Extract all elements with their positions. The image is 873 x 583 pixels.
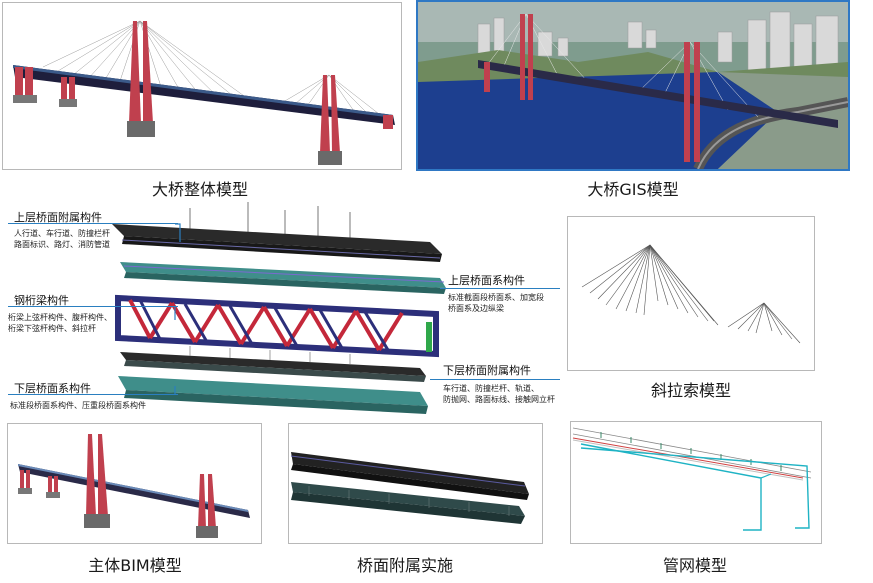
lower-system-desc-1: 标准段桥面系构件、压重段桥面系构件 <box>10 401 146 410</box>
upper-system-desc-2: 桥面系及边纵梁 <box>448 304 504 313</box>
main-tower-2 <box>320 75 330 153</box>
overall-model-caption: 大桥整体模型 <box>151 180 248 199</box>
deck-attach-panel <box>288 423 543 544</box>
deck-attach-illustration <box>290 452 529 524</box>
main-bim-illustration <box>18 434 250 538</box>
overall-bridge-illustration <box>13 20 395 165</box>
gis-scene-illustration <box>418 2 848 169</box>
gis-tower-2 <box>684 42 690 162</box>
bim-tower-1 <box>86 434 96 516</box>
upper-system-title: 上层桥面系构件 <box>448 274 525 287</box>
truss-layer <box>115 294 439 358</box>
pipe-run-2 <box>580 447 810 529</box>
truss-desc-2: 桁梁下弦杆构件、斜拉杆 <box>8 324 96 333</box>
lower-attach-desc-1: 车行道、防撞栏杆、轨道、 <box>443 384 539 393</box>
deck-lower-slab <box>291 482 525 516</box>
pipe-model-caption: 管网模型 <box>662 556 727 575</box>
upper-attach-layer <box>112 224 442 254</box>
main-tower-1 <box>129 21 141 123</box>
callout-line-upper-system <box>440 288 560 289</box>
upper-attach-title: 上层桥面附属构件 <box>14 211 102 224</box>
lower-system-title: 下层桥面系构件 <box>14 382 91 395</box>
truss-title: 钢桁梁构件 <box>14 294 69 307</box>
callout-line-lower-system <box>8 394 178 395</box>
upper-attach-desc-2: 路面标识、路灯、消防管道 <box>14 240 110 249</box>
callout-line-truss <box>8 306 178 307</box>
exploded-deck-diagram: 上层桥面附属构件 人行道、车行道、防撞栏杆 路面标识、路灯、消防管道 上层桥面系… <box>0 196 560 422</box>
lower-system-layer <box>118 376 428 406</box>
callout-line-upper-attach <box>8 223 178 224</box>
deck-upper-slab <box>291 452 529 494</box>
main-bim-panel <box>7 423 262 544</box>
lower-attach-layer <box>120 352 426 376</box>
gis-tower-1 <box>520 14 525 100</box>
gis-model-panel <box>416 0 850 171</box>
upper-system-desc-1: 标准截面段桥面系、加宽段 <box>448 293 544 302</box>
lower-attach-desc-2: 防抛网、路面标线、接触网立杆 <box>443 395 555 404</box>
lower-attach-title: 下层桥面附属构件 <box>443 364 531 377</box>
cable-model-caption: 斜拉索模型 <box>650 381 731 400</box>
callout-line-lower-attach <box>430 379 560 380</box>
upper-system-layer <box>120 262 446 288</box>
gis-deck <box>478 60 838 128</box>
overall-model-panel <box>2 2 402 170</box>
bim-tower-2 <box>198 474 206 528</box>
deck-attach-caption: 桥面附属实施 <box>356 556 453 575</box>
cable-model-panel <box>567 216 815 371</box>
cable-fan-illustration <box>581 244 801 344</box>
truss-desc-1: 桁梁上弦杆构件、腹杆构件、 <box>8 313 112 322</box>
pipe-run-1 <box>580 443 762 531</box>
pipe-model-panel <box>570 421 822 544</box>
pipe-network-illustration <box>572 427 812 531</box>
gis-model-caption: 大桥GIS模型 <box>587 180 679 199</box>
upper-attach-desc-1: 人行道、车行道、防撞栏杆 <box>14 229 110 238</box>
main-bim-caption: 主体BIM模型 <box>88 556 182 575</box>
exploded-layers-illustration <box>112 202 446 414</box>
